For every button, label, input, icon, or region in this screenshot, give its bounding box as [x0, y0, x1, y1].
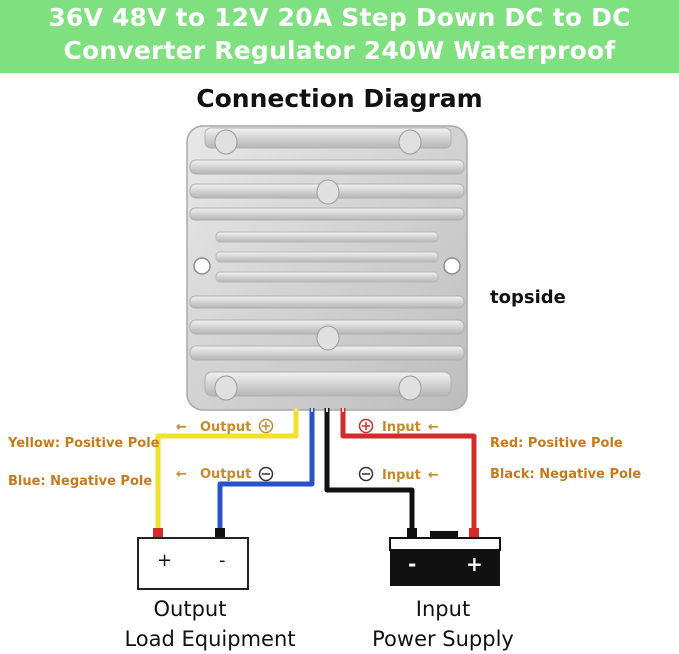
- minus-circle-icon: [358, 466, 374, 482]
- svg-text:Output: Output: [200, 420, 251, 435]
- input-caption-line1: Input: [416, 597, 470, 621]
- blue-legend: Blue: Negative Pole: [8, 474, 152, 489]
- title-line-1: 36V 48V to 12V 20A Step Down DC to DC: [48, 3, 631, 32]
- minus-circle-icon: [258, 466, 274, 482]
- mounting-hole-right: [443, 257, 461, 275]
- arrow-left-icon: ←: [428, 420, 439, 435]
- black-legend: Black: Negative Pole: [490, 467, 641, 482]
- arrow-left-icon: ←: [428, 468, 439, 483]
- load-equipment-box: + -: [137, 537, 249, 590]
- input-caption-line2: Power Supply: [372, 627, 514, 651]
- black-wire-terminal: [407, 528, 417, 537]
- battery-minus: -: [408, 552, 416, 576]
- battery-plus: +: [466, 552, 483, 576]
- title-line-2: Converter Regulator 240W Waterproof: [63, 36, 616, 65]
- wires: [155, 408, 477, 528]
- yellow-wire: [155, 408, 299, 528]
- plus-circle-icon: [258, 418, 274, 434]
- arrow-left-icon: ←: [176, 420, 187, 435]
- input-negative-label: Input ←: [358, 466, 439, 483]
- svg-text:Input: Input: [382, 468, 421, 483]
- svg-text:Output: Output: [200, 467, 251, 482]
- red-wire: [340, 408, 477, 528]
- topside-label: topside: [490, 287, 566, 308]
- blue-wire-terminal: [215, 528, 225, 537]
- converter-housing: [186, 125, 468, 411]
- black-wire: [324, 408, 415, 528]
- output-caption-line2: Load Equipment: [124, 627, 295, 651]
- battery-icon: - +: [389, 531, 501, 586]
- title-banner: 36V 48V to 12V 20A Step Down DC to DC Co…: [0, 0, 679, 73]
- diagram-title: Connection Diagram: [196, 84, 483, 113]
- output-positive-label: ← Output: [176, 418, 274, 435]
- output-negative-label: ← Output: [176, 466, 274, 482]
- input-positive-label: Input ←: [358, 418, 439, 435]
- load-minus: -: [219, 550, 226, 571]
- arrow-left-icon: ←: [176, 467, 187, 482]
- load-plus: +: [157, 550, 172, 571]
- red-legend: Red: Positive Pole: [490, 436, 623, 451]
- output-caption-line1: Output: [154, 597, 227, 621]
- svg-text:Input: Input: [382, 420, 421, 435]
- blue-wire: [217, 408, 315, 528]
- mounting-hole-left: [193, 257, 211, 275]
- plus-circle-icon: [358, 418, 374, 434]
- red-wire-terminal: [469, 528, 479, 537]
- yellow-wire-terminal: [153, 528, 163, 537]
- yellow-legend: Yellow: Positive Pole: [7, 436, 160, 451]
